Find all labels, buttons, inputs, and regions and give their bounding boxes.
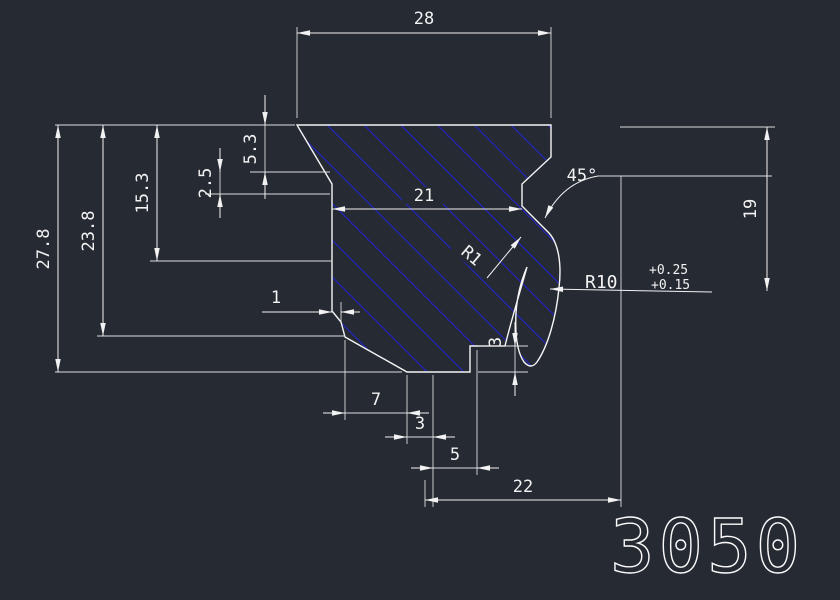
dim-7-label: 7 xyxy=(371,390,381,410)
dim-2-5-label: 2.5 xyxy=(196,168,216,199)
dim-21-label: 21 xyxy=(414,186,434,206)
angle-45-callout: 45° xyxy=(544,166,599,219)
dimension-3-step: 3 xyxy=(486,322,518,396)
dimension-21: 21 xyxy=(331,186,522,212)
dim-5-3-label: 5.3 xyxy=(241,134,261,165)
dimension-2-5: 2.5 xyxy=(196,148,223,218)
dim-19-label: 19 xyxy=(741,199,761,219)
dim-3-bottom-label: 3 xyxy=(415,414,425,434)
dim-23-8-label: 23.8 xyxy=(79,211,99,252)
dim-5-bottom-label: 5 xyxy=(450,445,460,465)
dimension-7: 7 xyxy=(323,390,429,416)
dimension-1: 1 xyxy=(262,288,360,315)
dimension-27-8: 27.8 xyxy=(34,125,61,373)
dim-3-step-label: 3 xyxy=(486,337,506,347)
dimension-5-3: 5.3 xyxy=(241,95,268,199)
r10-tolerance-upper: +0.25 xyxy=(649,263,688,278)
r10-tolerance-lower: +0.15 xyxy=(651,278,690,293)
dimension-5-bottom: 5 xyxy=(411,445,499,471)
part-number: 3050 xyxy=(610,504,804,590)
dimension-15-3: 15.3 xyxy=(133,125,160,261)
dim-15-3-label: 15.3 xyxy=(133,173,153,214)
dimension-23-8: 23.8 xyxy=(79,125,106,337)
dim-28-label: 28 xyxy=(414,9,434,29)
dim-27-8-label: 27.8 xyxy=(34,229,54,270)
radius-r10-label: R10 xyxy=(585,272,618,293)
dim-1-label: 1 xyxy=(271,288,281,308)
dimension-28: 28 xyxy=(296,9,551,36)
dim-22-label: 22 xyxy=(513,477,533,497)
dimension-22: 22 xyxy=(424,477,621,503)
dimension-19: 19 xyxy=(741,127,770,292)
extension-lines xyxy=(55,27,775,507)
radius-r10-callout: R10 +0.25 +0.15 xyxy=(549,263,713,293)
profile-outline xyxy=(295,124,561,373)
dimension-3-bottom: 3 xyxy=(385,414,455,440)
angle-45-label: 45° xyxy=(567,166,598,186)
